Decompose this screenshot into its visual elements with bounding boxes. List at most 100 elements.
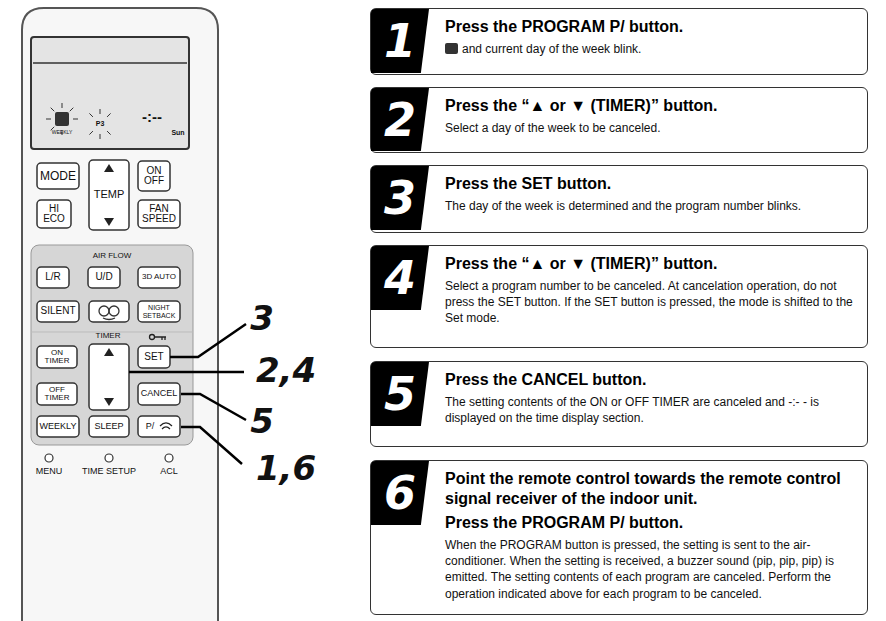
icon-caption: WEEKLY [48, 130, 76, 135]
button-label: L/R [38, 272, 68, 283]
blink-ray [107, 131, 111, 135]
step-box: 1 Press the PROGRAM P/ button. and current… [370, 8, 868, 75]
step-body: The day of the week is determined and th… [445, 198, 855, 214]
step-number: 6 [371, 461, 429, 525]
leader-line [170, 324, 246, 357]
remote-button [37, 301, 79, 322]
round-button [45, 454, 53, 462]
step-text: Press the “▲ or ▼ (TIMER)” button.Select… [445, 246, 855, 335]
button-label: P/ [140, 422, 160, 431]
button-label: ON TIMER [42, 349, 72, 366]
remote-button [138, 200, 180, 228]
remote-button [138, 416, 180, 437]
remote-button [138, 301, 180, 322]
button-label: FAN SPEED [139, 204, 179, 225]
step-body: The setting contents of the ON or OFF TI… [445, 394, 855, 426]
blink-ray [89, 131, 93, 135]
lcd-divider [33, 62, 187, 64]
button-label: TEMP [90, 189, 128, 201]
lcd-time: -:-- [122, 109, 182, 125]
button-label: OFF TIMER [42, 386, 72, 403]
button-label: SLEEP [90, 422, 128, 431]
blink-ray [73, 119, 78, 120]
button-label: ON OFF [140, 166, 168, 187]
round-button [165, 454, 173, 462]
icon-symbol [103, 318, 115, 320]
remote-button [37, 200, 71, 228]
button-label: HI ECO [39, 204, 69, 225]
blink-ray [100, 134, 101, 139]
step-box: 2 Press the “▲ or ▼ (TIMER)” button. Selec… [370, 87, 868, 153]
step-body: When the PROGRAM button is pressed, the … [445, 537, 855, 602]
button-label: U/D [89, 272, 119, 283]
step-box: 3Press the SET button.The day of the wee… [370, 165, 868, 233]
step-heading: Point the remote control towards the rem… [445, 469, 855, 509]
step-box: 5Press the CANCEL button.The setting con… [370, 361, 868, 447]
step-box: 4Press the “▲ or ▼ (TIMER)” button.Selec… [370, 245, 868, 348]
step-heading: Press the PROGRAM P/ button. [445, 17, 855, 37]
blink-ray [70, 108, 74, 112]
step-text: Point the remote control towards the rem… [445, 461, 855, 610]
lcd-program: P3 [90, 120, 110, 127]
key-icon [155, 337, 167, 340]
callout-number: 1,6 [248, 451, 324, 485]
arrow-symbol [104, 398, 114, 406]
step-heading: Press the “▲ or ▼ (TIMER)” button. [445, 96, 855, 116]
remote-button [89, 160, 129, 230]
step-body-line: and current day of the week blink. [445, 41, 855, 57]
remote-button [37, 267, 69, 288]
blink-ray [89, 113, 93, 117]
button-label: TIME SETUP [79, 467, 139, 476]
step-box: 6 Point the remote control towards the re… [370, 460, 868, 615]
step-text: Press the “▲ or ▼ (TIMER)” button. Select… [445, 88, 855, 144]
button-label: 3D AUTO [139, 273, 179, 281]
step-number: 2 [371, 88, 429, 151]
remote-button [89, 344, 129, 410]
step-text: Press the PROGRAM P/ button. and current … [445, 9, 855, 65]
remote-body [22, 8, 218, 621]
step-body: Select a program number to be canceled. … [445, 278, 855, 327]
remote-button [37, 416, 79, 437]
blink-ray [100, 109, 101, 114]
blink-ray [51, 108, 55, 112]
arrow-symbol [104, 164, 114, 172]
blink-ray [46, 119, 51, 120]
section-label: TIMER [88, 332, 128, 340]
icon-symbol [109, 306, 119, 316]
remote-button [138, 267, 180, 288]
button-label: ACL [154, 467, 184, 476]
button-label: SILENT [38, 306, 78, 317]
remote-button [89, 301, 129, 322]
lcd-screen [31, 37, 189, 149]
arrow-symbol [104, 348, 114, 356]
step-body: and current day of the week blink. [462, 42, 641, 56]
remote-button [37, 163, 79, 189]
step-number: 4 [371, 246, 429, 310]
remote-button [89, 416, 129, 437]
button-label: MODE [38, 170, 78, 183]
step-body: Select a day of the week to be canceled. [445, 120, 855, 136]
step-number: 1 [371, 9, 429, 73]
weekly-icon [445, 43, 458, 54]
step-text: Press the SET button. The day of the week… [445, 166, 855, 222]
callout-number: 5 [247, 404, 277, 438]
icon-symbol [99, 306, 109, 316]
button-label: SET [139, 352, 169, 363]
button-label: MENU [29, 467, 69, 476]
round-button [105, 454, 113, 462]
step-text: Press the CANCEL button. The setting cont… [445, 362, 855, 434]
button-label: NIGHT SETBACK [139, 304, 179, 319]
section-label: AIR FLOW [82, 252, 142, 260]
callout-number: 2,4 [248, 353, 324, 387]
remote-button [37, 346, 77, 368]
callout-number: 3 [247, 301, 277, 335]
signal-icon [160, 423, 172, 429]
blink-ray [62, 103, 63, 108]
button-label: CANCEL [139, 389, 179, 398]
key-icon [150, 335, 155, 340]
step-heading: Press the SET button. [445, 174, 855, 194]
step-heading: Press the CANCEL button. [445, 370, 855, 390]
weekly-icon [55, 112, 69, 126]
lcd-day: Sun [165, 129, 191, 136]
leader-line [181, 394, 246, 420]
